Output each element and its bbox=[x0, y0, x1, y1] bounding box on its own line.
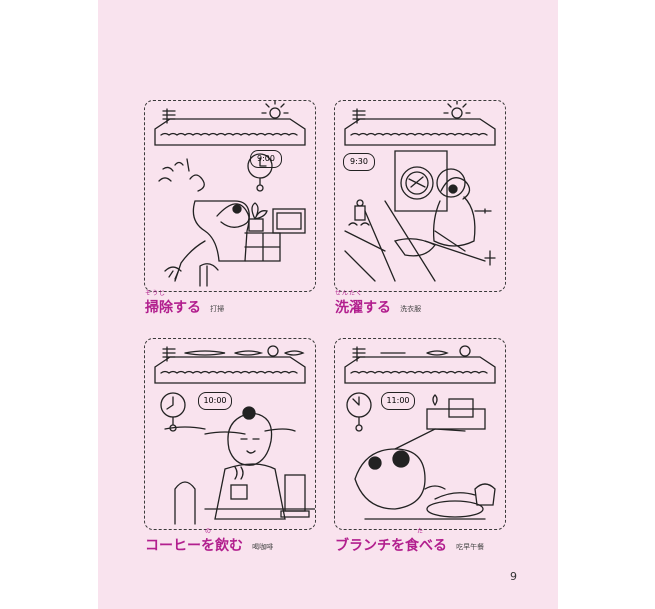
title-laundry: 洗濯する bbox=[335, 300, 391, 316]
comic-panel-brunch bbox=[334, 338, 506, 530]
comic-panel-cleaning bbox=[144, 100, 316, 292]
chinese-laundry: 洗衣服 bbox=[400, 305, 422, 313]
title-brunch: ブランチを食べる bbox=[335, 538, 447, 554]
clock-bubble-coffee: 10:00 bbox=[198, 392, 232, 410]
page: そうじ 掃除する 打掃 せんたく 洗濯する 洗衣服 bbox=[98, 0, 558, 609]
page-number: 9 bbox=[510, 570, 517, 583]
title-cleaning: 掃除する bbox=[145, 300, 201, 316]
furigana-brunch: た bbox=[417, 528, 425, 535]
laundry-illustration bbox=[344, 101, 496, 282]
caption-brunch: た ブランチを食べる 吃早午餐 bbox=[335, 528, 485, 555]
clock-bubble-cleaning: 9:00 bbox=[250, 150, 282, 168]
caption-laundry: せんたく 洗濯する 洗衣服 bbox=[335, 290, 422, 317]
brunch-illustration bbox=[344, 345, 496, 520]
furigana-cleaning: そうじ bbox=[145, 290, 167, 297]
caption-cleaning: そうじ 掃除する 打掃 bbox=[145, 290, 225, 317]
chinese-coffee: 喝咖啡 bbox=[252, 543, 274, 551]
furigana-coffee: の bbox=[205, 528, 213, 535]
cleaning-illustration bbox=[154, 101, 306, 287]
chinese-brunch: 吃早午餐 bbox=[456, 543, 485, 551]
clock-bubble-laundry: 9:30 bbox=[343, 153, 375, 171]
furigana-laundry: せんたく bbox=[335, 290, 364, 297]
clock-bubble-brunch: 11:00 bbox=[381, 392, 415, 410]
comic-panel-coffee bbox=[144, 338, 316, 530]
title-coffee: コーヒーを飲む bbox=[145, 538, 243, 554]
coffee-illustration bbox=[154, 345, 315, 525]
comic-panel-laundry bbox=[334, 100, 506, 292]
caption-coffee: の コーヒーを飲む 喝咖啡 bbox=[145, 528, 274, 555]
chinese-cleaning: 打掃 bbox=[210, 305, 225, 313]
